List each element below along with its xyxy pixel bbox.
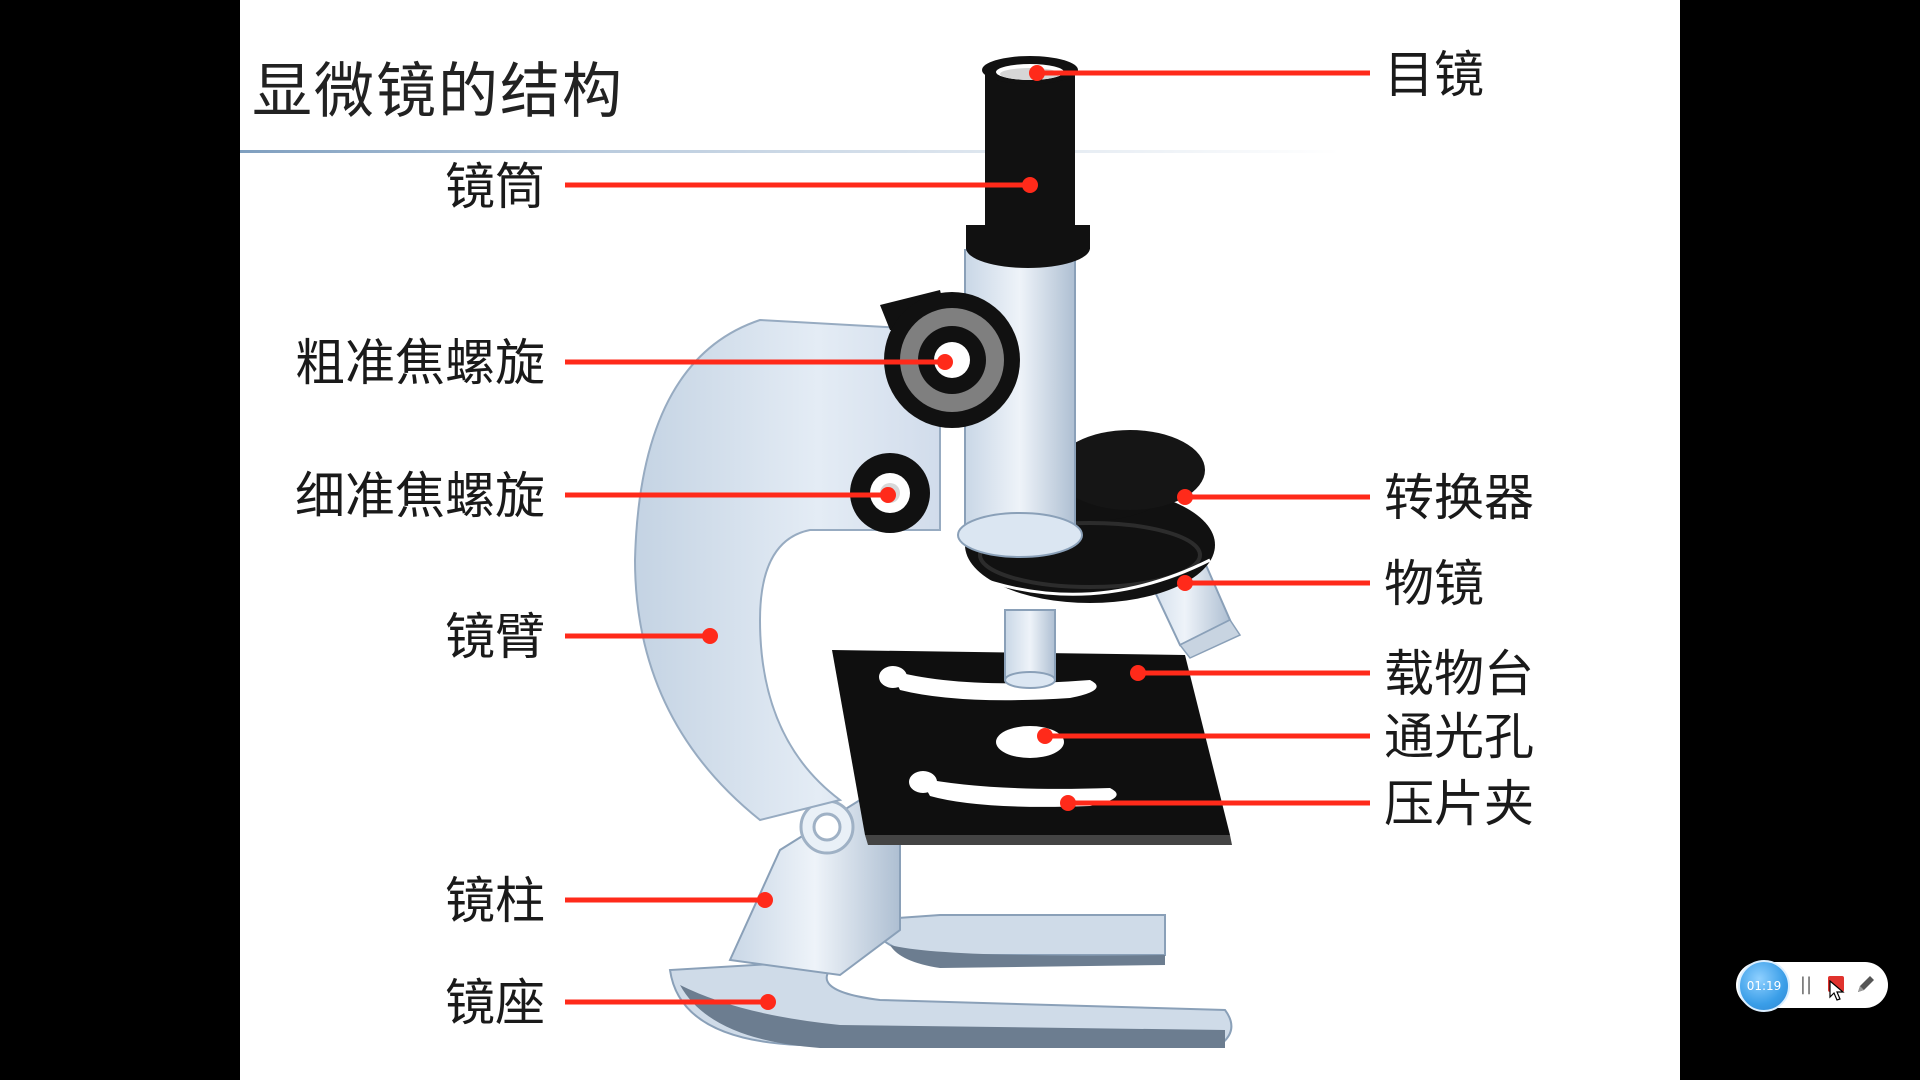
pointer-lines (565, 65, 1370, 1010)
pen-icon[interactable] (1854, 972, 1878, 996)
microscope-tube (957, 56, 1090, 558)
label-fine-focus: 细准焦螺旋 (295, 467, 545, 525)
label-coarse-focus: 粗准焦螺旋 (295, 334, 545, 392)
label-arm: 镜臂 (445, 608, 545, 666)
label-pillar: 镜柱 (445, 872, 545, 930)
slide-title: 显微镜的结构 (252, 57, 624, 127)
label-stage: 载物台 (1384, 645, 1534, 703)
slide: 显微镜的结构 (240, 0, 1680, 1080)
pause-button[interactable]: || (1799, 974, 1813, 995)
timer-badge[interactable]: 01:19 (1738, 960, 1790, 1012)
mouse-cursor-icon (1829, 979, 1845, 1002)
label-tube: 镜筒 (445, 158, 545, 216)
label-eyepiece: 目镜 (1384, 46, 1484, 104)
label-base: 镜座 (445, 974, 545, 1032)
recording-control: 01:19 || (1736, 960, 1888, 1012)
microscope-arm (633, 318, 941, 822)
label-objective: 物镜 (1384, 555, 1484, 613)
microscope-pillar (728, 799, 901, 977)
label-nosepiece: 转换器 (1384, 469, 1534, 527)
label-clip: 压片夹 (1384, 775, 1534, 833)
title-underline (240, 150, 1340, 153)
microscope-base (668, 914, 1233, 1048)
microscope-diagram (565, 56, 1370, 1048)
label-aperture: 通光孔 (1384, 708, 1534, 766)
